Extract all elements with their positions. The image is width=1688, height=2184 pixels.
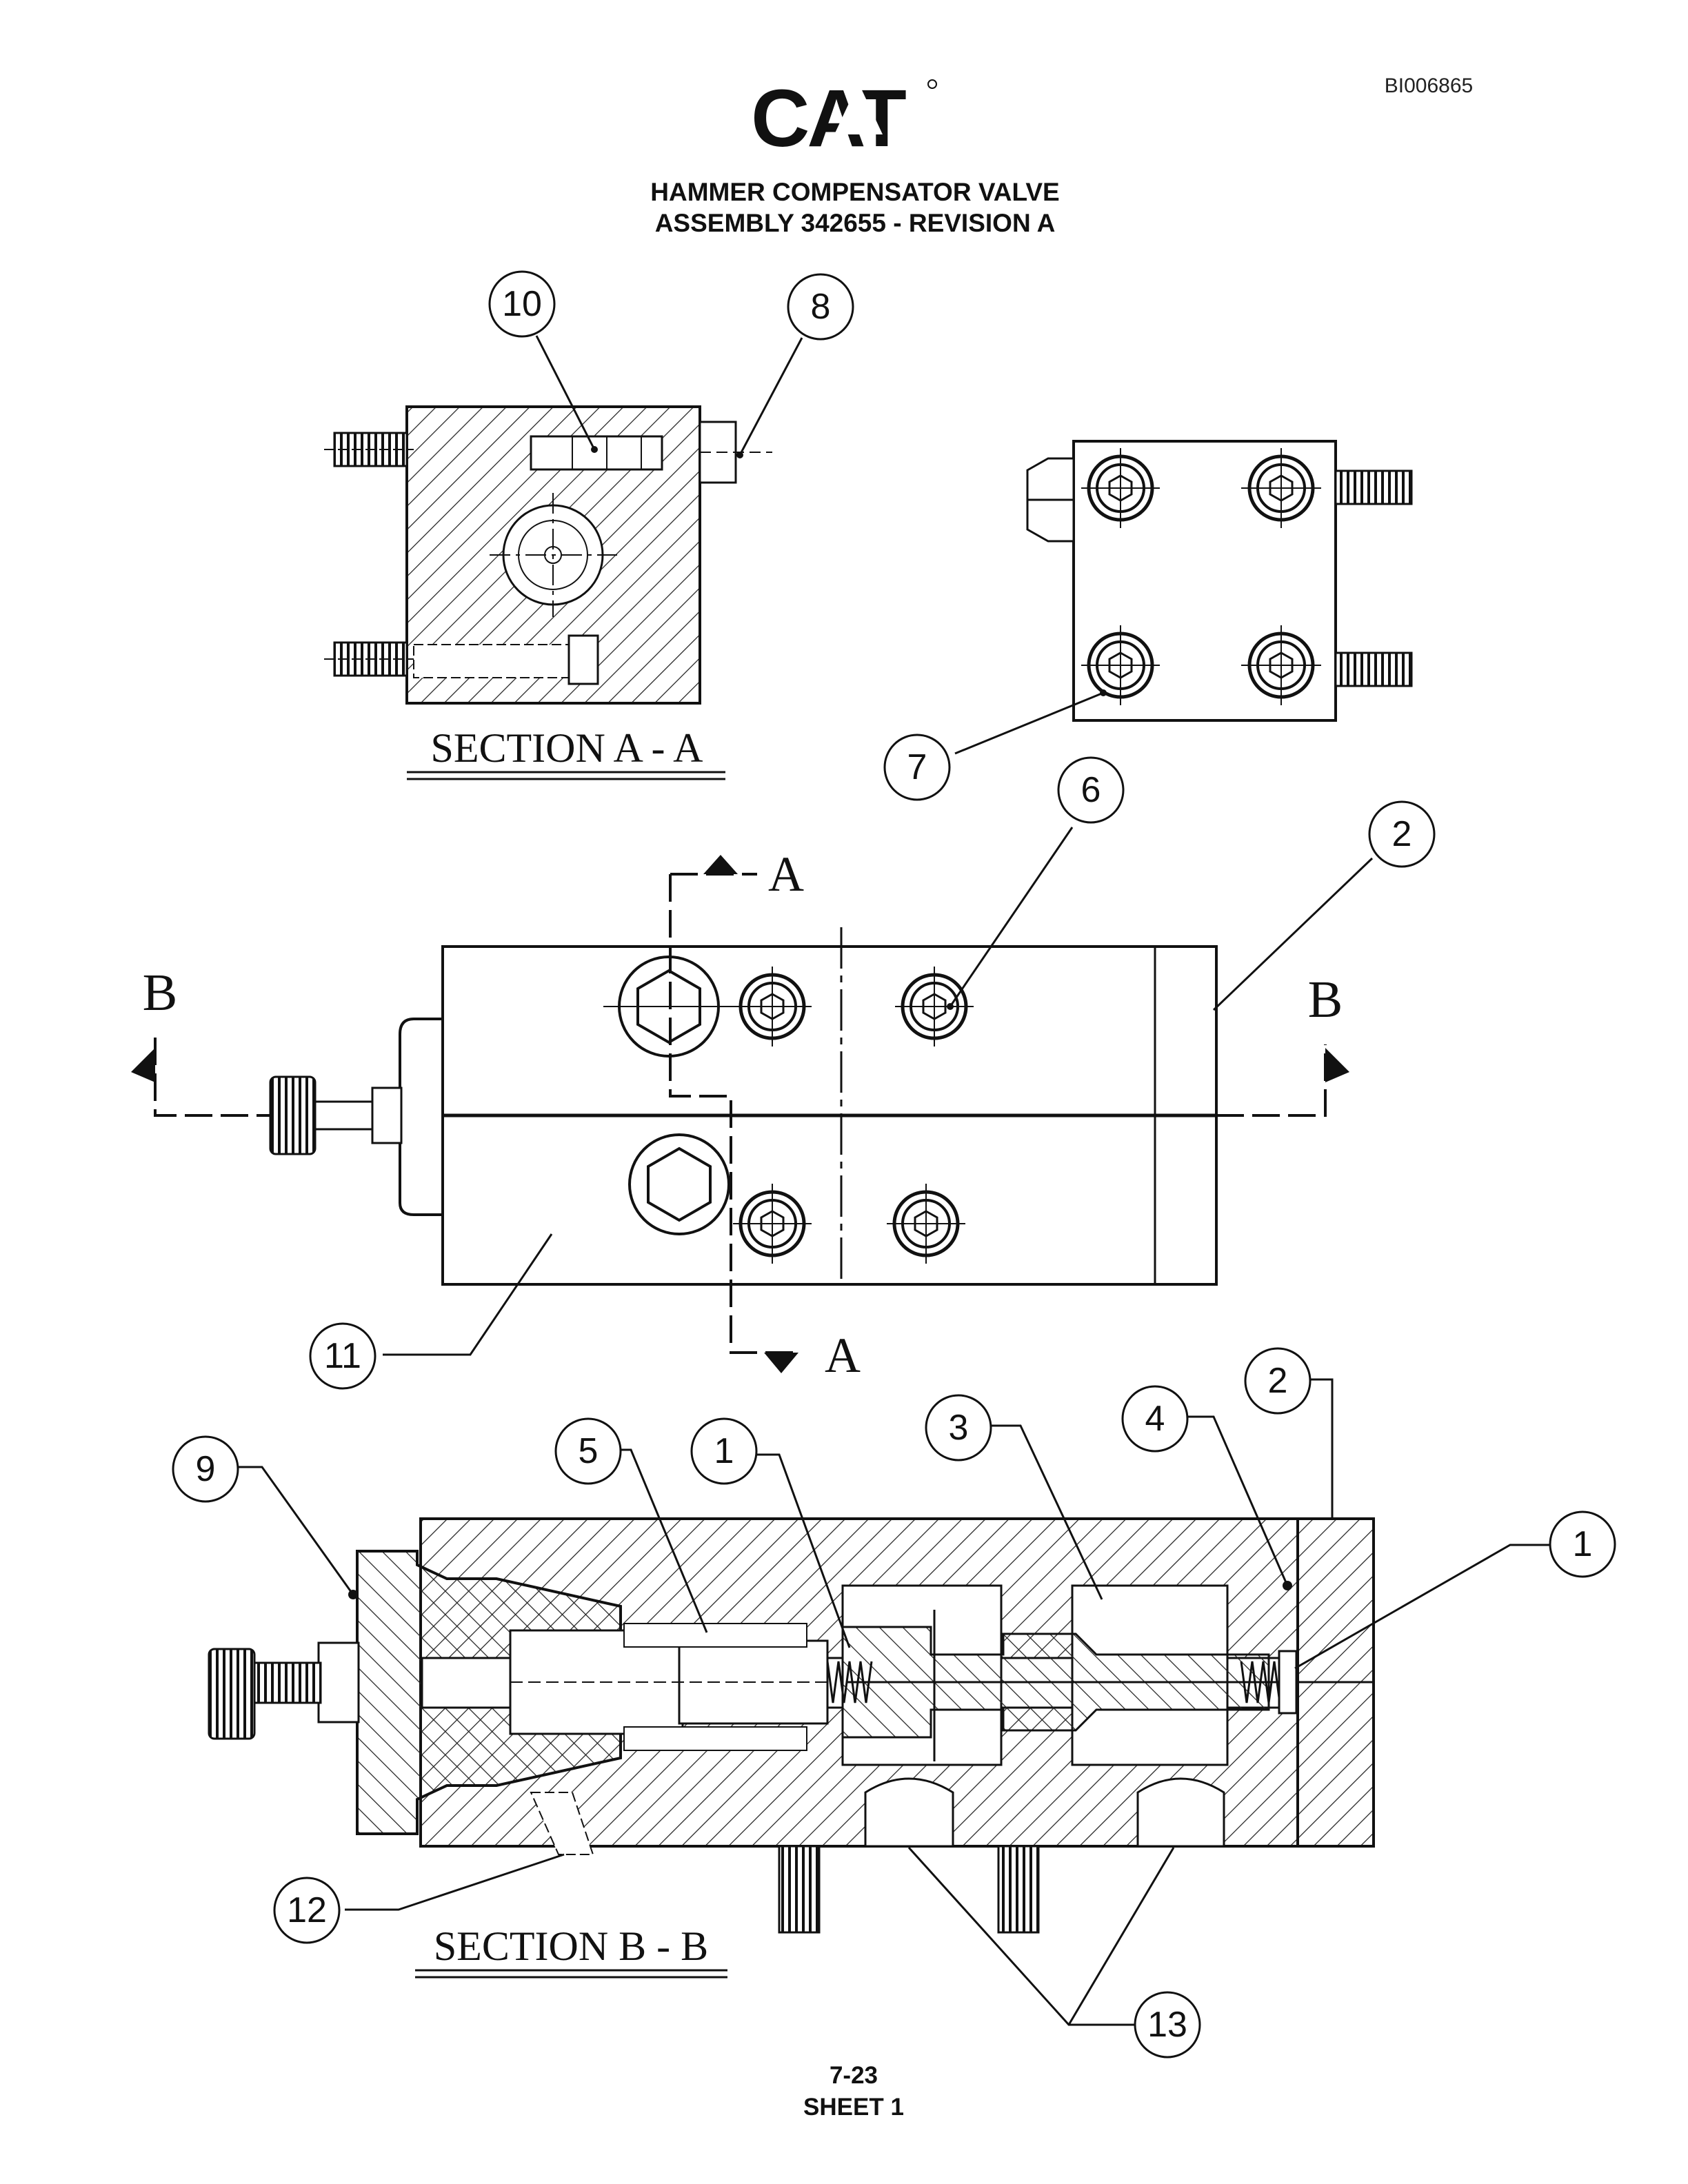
svg-text:5: 5 <box>579 1431 599 1471</box>
top-view <box>269 927 1218 1286</box>
cut-b-left-letter: B <box>143 964 178 1022</box>
logo-triangle-icon <box>834 83 883 134</box>
callout-9: 9 <box>172 1435 239 1503</box>
callout-5: 5 <box>554 1417 622 1485</box>
cutting-plane-b <box>131 1038 1349 1117</box>
doc-id: BI006865 <box>1385 74 1473 97</box>
callout-4: 4 <box>1121 1385 1189 1453</box>
cut-a-bottom-letter: A <box>825 1328 861 1383</box>
section-bb-label: SECTION B - B <box>434 1923 708 1969</box>
end-view <box>1026 440 1413 722</box>
svg-text:4: 4 <box>1145 1399 1165 1439</box>
svg-text:2: 2 <box>1392 814 1412 854</box>
callout-7: 7 <box>883 734 951 801</box>
cut-b-right-letter: B <box>1308 971 1343 1029</box>
section-aa-label: SECTION A - A <box>430 725 703 771</box>
callout-3: 3 <box>925 1394 992 1462</box>
arrow-down-icon <box>764 1353 798 1373</box>
svg-text:1: 1 <box>1573 1524 1593 1564</box>
callout-2-top: 2 <box>1368 800 1436 868</box>
socket-screw-icon <box>895 967 974 1046</box>
callout-6: 6 <box>1057 756 1125 824</box>
callout-1-left: 1 <box>690 1417 758 1485</box>
logo-text: CAT <box>751 73 906 164</box>
socket-screw-icon <box>1081 448 1160 528</box>
callout-2-bottom: 2 <box>1244 1347 1312 1415</box>
title-line-2: ASSEMBLY 342655 - REVISION A <box>655 209 1056 237</box>
hex-plug-icon <box>628 1133 730 1235</box>
callout-8: 8 <box>787 273 854 341</box>
title-line-1: HAMMER COMPENSATOR VALVE <box>650 178 1059 206</box>
svg-text:10: 10 <box>502 284 542 324</box>
svg-text:11: 11 <box>324 1336 361 1376</box>
callout-10: 10 <box>488 270 556 338</box>
svg-text:12: 12 <box>287 1890 327 1930</box>
callout-13: 13 <box>1134 1991 1201 2059</box>
callout-11: 11 <box>309 1322 376 1390</box>
end-view-screws <box>1081 448 1321 705</box>
section-aa-view <box>324 405 772 705</box>
leader-arrowheads <box>348 446 1292 1599</box>
callout-12: 12 <box>273 1877 341 1944</box>
svg-text:8: 8 <box>811 287 831 327</box>
svg-text:2: 2 <box>1268 1361 1288 1401</box>
arrow-right-icon <box>1325 1048 1349 1082</box>
svg-text:1: 1 <box>714 1431 734 1471</box>
socket-screw-icon <box>733 1184 812 1264</box>
cut-a-top-letter: A <box>768 847 804 902</box>
socket-screw-icon <box>1241 625 1321 705</box>
svg-text:3: 3 <box>949 1408 969 1448</box>
callout-1-right: 1 <box>1549 1510 1616 1578</box>
arrow-left-icon <box>131 1048 155 1082</box>
cat-logo: CAT <box>751 73 937 164</box>
sheet-label: SHEET 1 <box>803 2094 904 2121</box>
leader-lines <box>238 335 1550 2026</box>
svg-text:13: 13 <box>1147 2005 1187 2045</box>
socket-screw-icon <box>1081 625 1160 705</box>
svg-text:9: 9 <box>196 1449 216 1489</box>
socket-screw-icon <box>1241 448 1321 528</box>
svg-text:7: 7 <box>907 747 927 787</box>
section-bb-view <box>208 1517 1375 1934</box>
page-number: 7-23 <box>830 2062 878 2089</box>
cutting-plane-a <box>669 855 800 1373</box>
svg-text:6: 6 <box>1081 770 1101 810</box>
arrow-up-icon <box>703 855 738 874</box>
socket-screw-icon <box>887 1184 965 1264</box>
registered-mark-icon <box>927 79 937 89</box>
top-view-screws <box>733 967 974 1264</box>
socket-screw-icon <box>733 967 812 1046</box>
